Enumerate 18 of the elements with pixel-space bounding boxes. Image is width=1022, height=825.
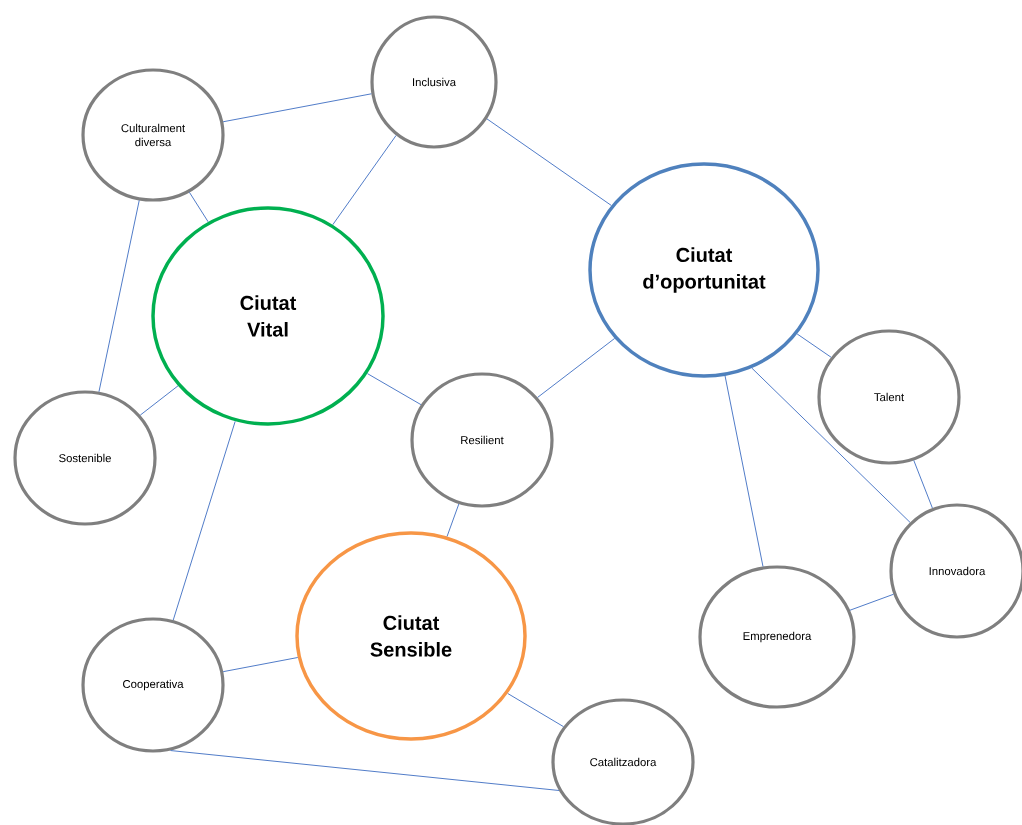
connector-line — [98, 199, 140, 393]
connector-line — [188, 191, 209, 223]
connector-line — [222, 657, 299, 673]
connector-line — [170, 750, 560, 791]
connector-line — [849, 593, 894, 611]
connector-line — [332, 135, 397, 226]
connector-line — [486, 118, 612, 206]
connector-line — [139, 385, 179, 416]
connector-line — [796, 333, 832, 358]
connector-line — [172, 420, 236, 621]
connector-line — [507, 693, 564, 728]
connector-line — [724, 375, 764, 567]
connector-line — [751, 367, 911, 523]
connector-line — [446, 503, 460, 537]
connector-line — [913, 459, 933, 509]
connector-line — [366, 373, 422, 406]
connector-line — [537, 337, 616, 398]
connector-line — [222, 93, 372, 123]
